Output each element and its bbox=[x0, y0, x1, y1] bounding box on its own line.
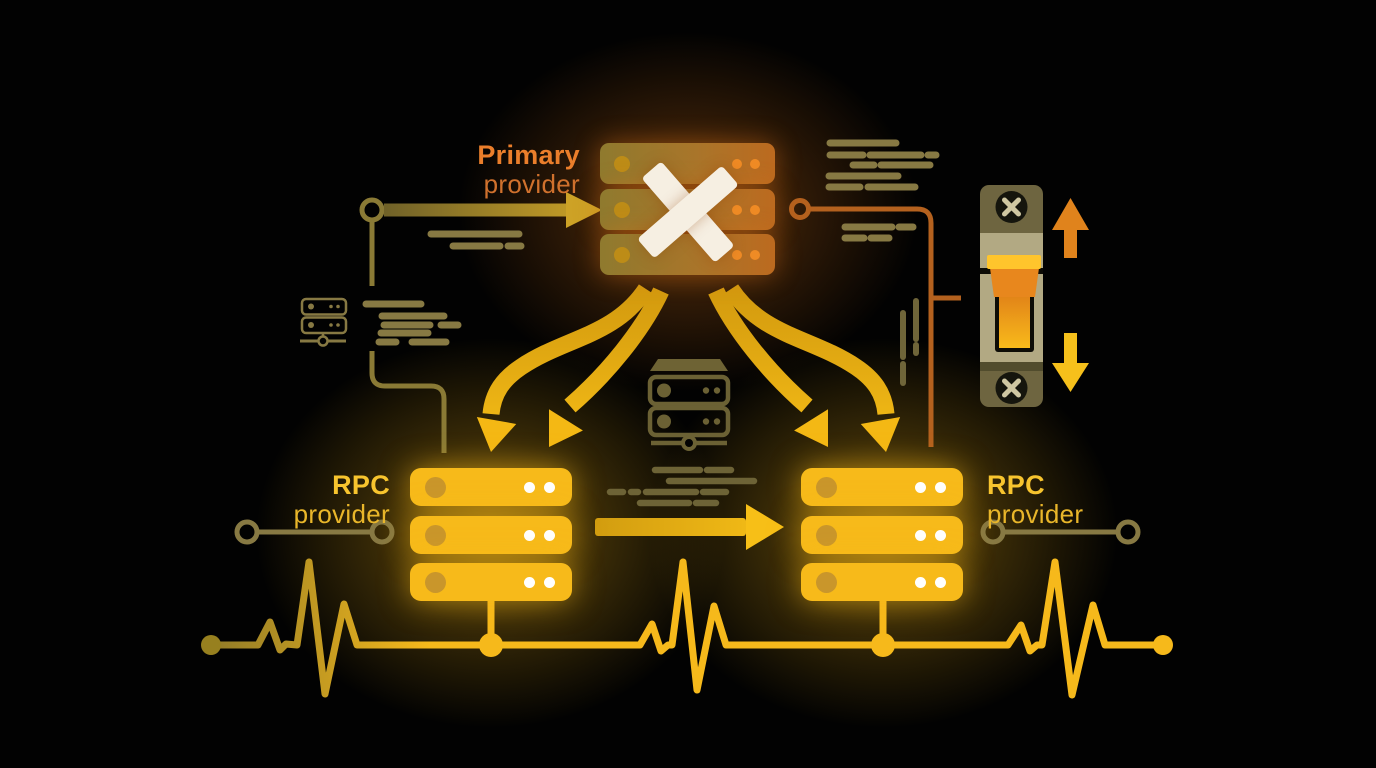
primary-provider-label: Primary provider bbox=[477, 141, 580, 198]
server-led-icon bbox=[425, 477, 446, 498]
server-led-icon bbox=[816, 572, 837, 593]
server-dot-icon bbox=[544, 482, 555, 493]
rpc-right-title: RPC bbox=[987, 470, 1045, 500]
server-led-icon bbox=[816, 477, 837, 498]
rpc-right-subtitle: provider bbox=[987, 499, 1084, 530]
rpc-provider-right-label: RPC provider bbox=[987, 471, 1083, 528]
server-dot-icon bbox=[524, 577, 535, 588]
server-dot-icon bbox=[915, 529, 926, 541]
server-dot-icon bbox=[915, 482, 926, 493]
rpc-provider-left-label: RPC provider bbox=[294, 471, 390, 528]
circuit-trace-left bbox=[369, 221, 447, 453]
server-row bbox=[801, 515, 963, 554]
server-row bbox=[410, 468, 572, 506]
circuit-breaker-icon bbox=[980, 185, 1043, 407]
rpc-server-right-icon bbox=[801, 468, 963, 611]
circuit-trace-orange bbox=[789, 198, 961, 447]
failed-x-icon bbox=[637, 161, 739, 263]
circuit-node-ring bbox=[234, 519, 1141, 545]
server-led-icon bbox=[614, 201, 630, 218]
failover-arrow-icon bbox=[476, 284, 901, 452]
server-led-icon bbox=[816, 524, 837, 546]
primary-label-subtitle: provider bbox=[483, 169, 580, 200]
screw-x-icon bbox=[995, 191, 1028, 404]
request-arrow-icon bbox=[359, 192, 602, 228]
server-row bbox=[410, 563, 572, 601]
server-dot-icon bbox=[915, 577, 926, 588]
server-dot-icon bbox=[524, 529, 535, 541]
server-dot-icon bbox=[750, 159, 760, 169]
server-row bbox=[801, 563, 963, 601]
toggle-down-arrow-icon bbox=[1052, 333, 1089, 392]
server-dot-icon bbox=[732, 250, 742, 260]
rpc-left-subtitle: provider bbox=[293, 499, 390, 530]
server-row bbox=[600, 234, 775, 275]
primary-label-title: Primary bbox=[477, 140, 580, 170]
server-row bbox=[801, 468, 963, 506]
server-dot-icon bbox=[750, 250, 760, 260]
heartbeat-line-icon bbox=[201, 558, 1173, 699]
rpc-server-left-icon bbox=[410, 468, 572, 611]
server-led-icon bbox=[425, 524, 446, 546]
server-dot-icon bbox=[732, 204, 742, 215]
server-dot-icon bbox=[524, 482, 535, 493]
redacted-text-dashes bbox=[606, 466, 758, 507]
standby-server-outline-icon bbox=[300, 297, 348, 347]
server-led-icon bbox=[425, 572, 446, 593]
backup-server-outline-icon bbox=[647, 359, 731, 451]
redacted-text-vertical-dashes bbox=[900, 298, 919, 386]
server-row bbox=[600, 143, 775, 184]
server-row bbox=[410, 515, 572, 554]
redacted-text-dashes bbox=[362, 230, 525, 346]
server-led-icon bbox=[614, 247, 630, 263]
server-dot-icon bbox=[935, 529, 946, 541]
server-dot-icon bbox=[544, 529, 555, 541]
server-dot-icon bbox=[732, 159, 742, 169]
breaker-toggle-handle bbox=[987, 255, 1041, 352]
server-dot-icon bbox=[935, 482, 946, 493]
server-dot-icon bbox=[935, 577, 946, 588]
primary-server-stack-icon bbox=[600, 143, 775, 280]
transfer-arrow-icon bbox=[595, 504, 784, 550]
server-dot-icon bbox=[750, 204, 760, 215]
rpc-left-title: RPC bbox=[332, 470, 390, 500]
server-led-icon bbox=[614, 156, 630, 172]
server-dot-icon bbox=[544, 577, 555, 588]
toggle-up-arrow-icon bbox=[1052, 198, 1089, 258]
redacted-text-dashes bbox=[825, 139, 940, 242]
